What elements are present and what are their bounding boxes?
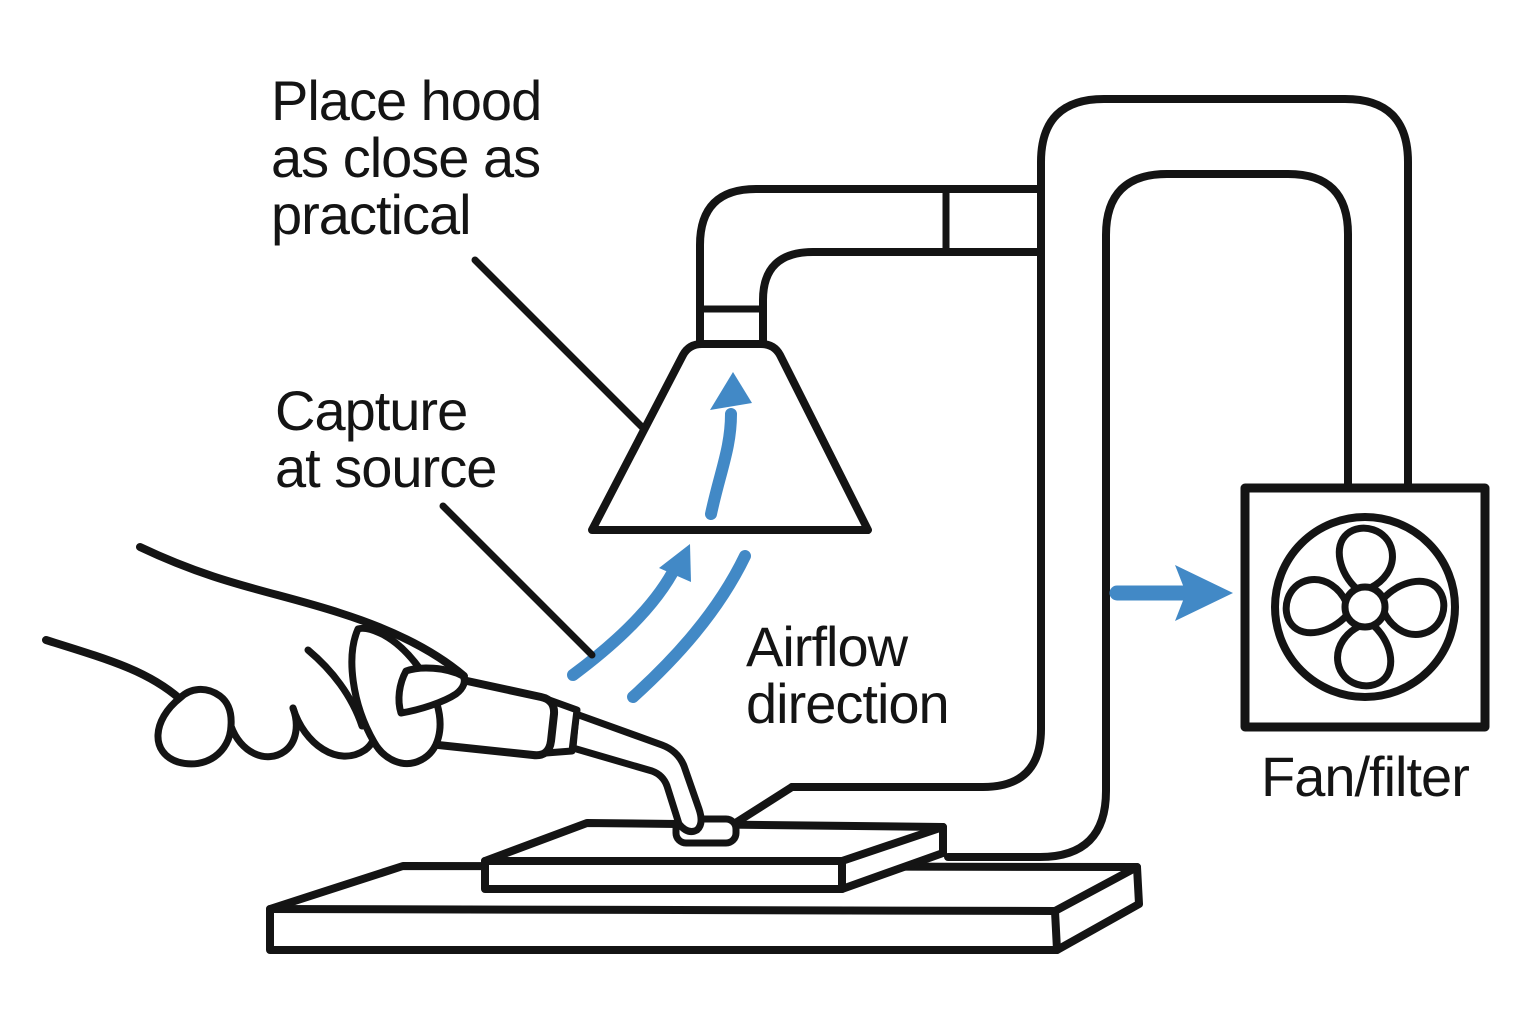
duct-loop (733, 95, 1412, 861)
arm-bottom-contour (42, 636, 184, 703)
arm-top-contour (136, 543, 468, 680)
pinky-finger (154, 686, 235, 768)
airflow-arrow-left-icon (567, 544, 691, 681)
work-board (481, 819, 947, 893)
leader-line-place-hood (471, 256, 646, 431)
fan-filter-box (1240, 483, 1490, 732)
ring-finger (227, 704, 300, 761)
label-capture-at-source: Capture at source (275, 379, 497, 499)
label-place-hood: Place hood as close as practical (271, 69, 542, 246)
duct-inlet-bevel (733, 783, 796, 826)
iron-shaft (569, 710, 705, 835)
thumb (395, 664, 468, 717)
fan-icon (1271, 513, 1459, 701)
hand-holding-iron (42, 543, 468, 768)
duct-from-hood (696, 185, 1043, 348)
label-airflow-direction: Airflow direction (746, 615, 950, 735)
airflow-arrow-right-icon (627, 550, 751, 703)
label-fan-filter: Fan/filter (1261, 745, 1470, 808)
leader-line-capture (439, 502, 596, 659)
airflow-arrow-in-hood-icon (705, 372, 752, 520)
airflow-arrow-to-fan-icon (1109, 565, 1233, 621)
